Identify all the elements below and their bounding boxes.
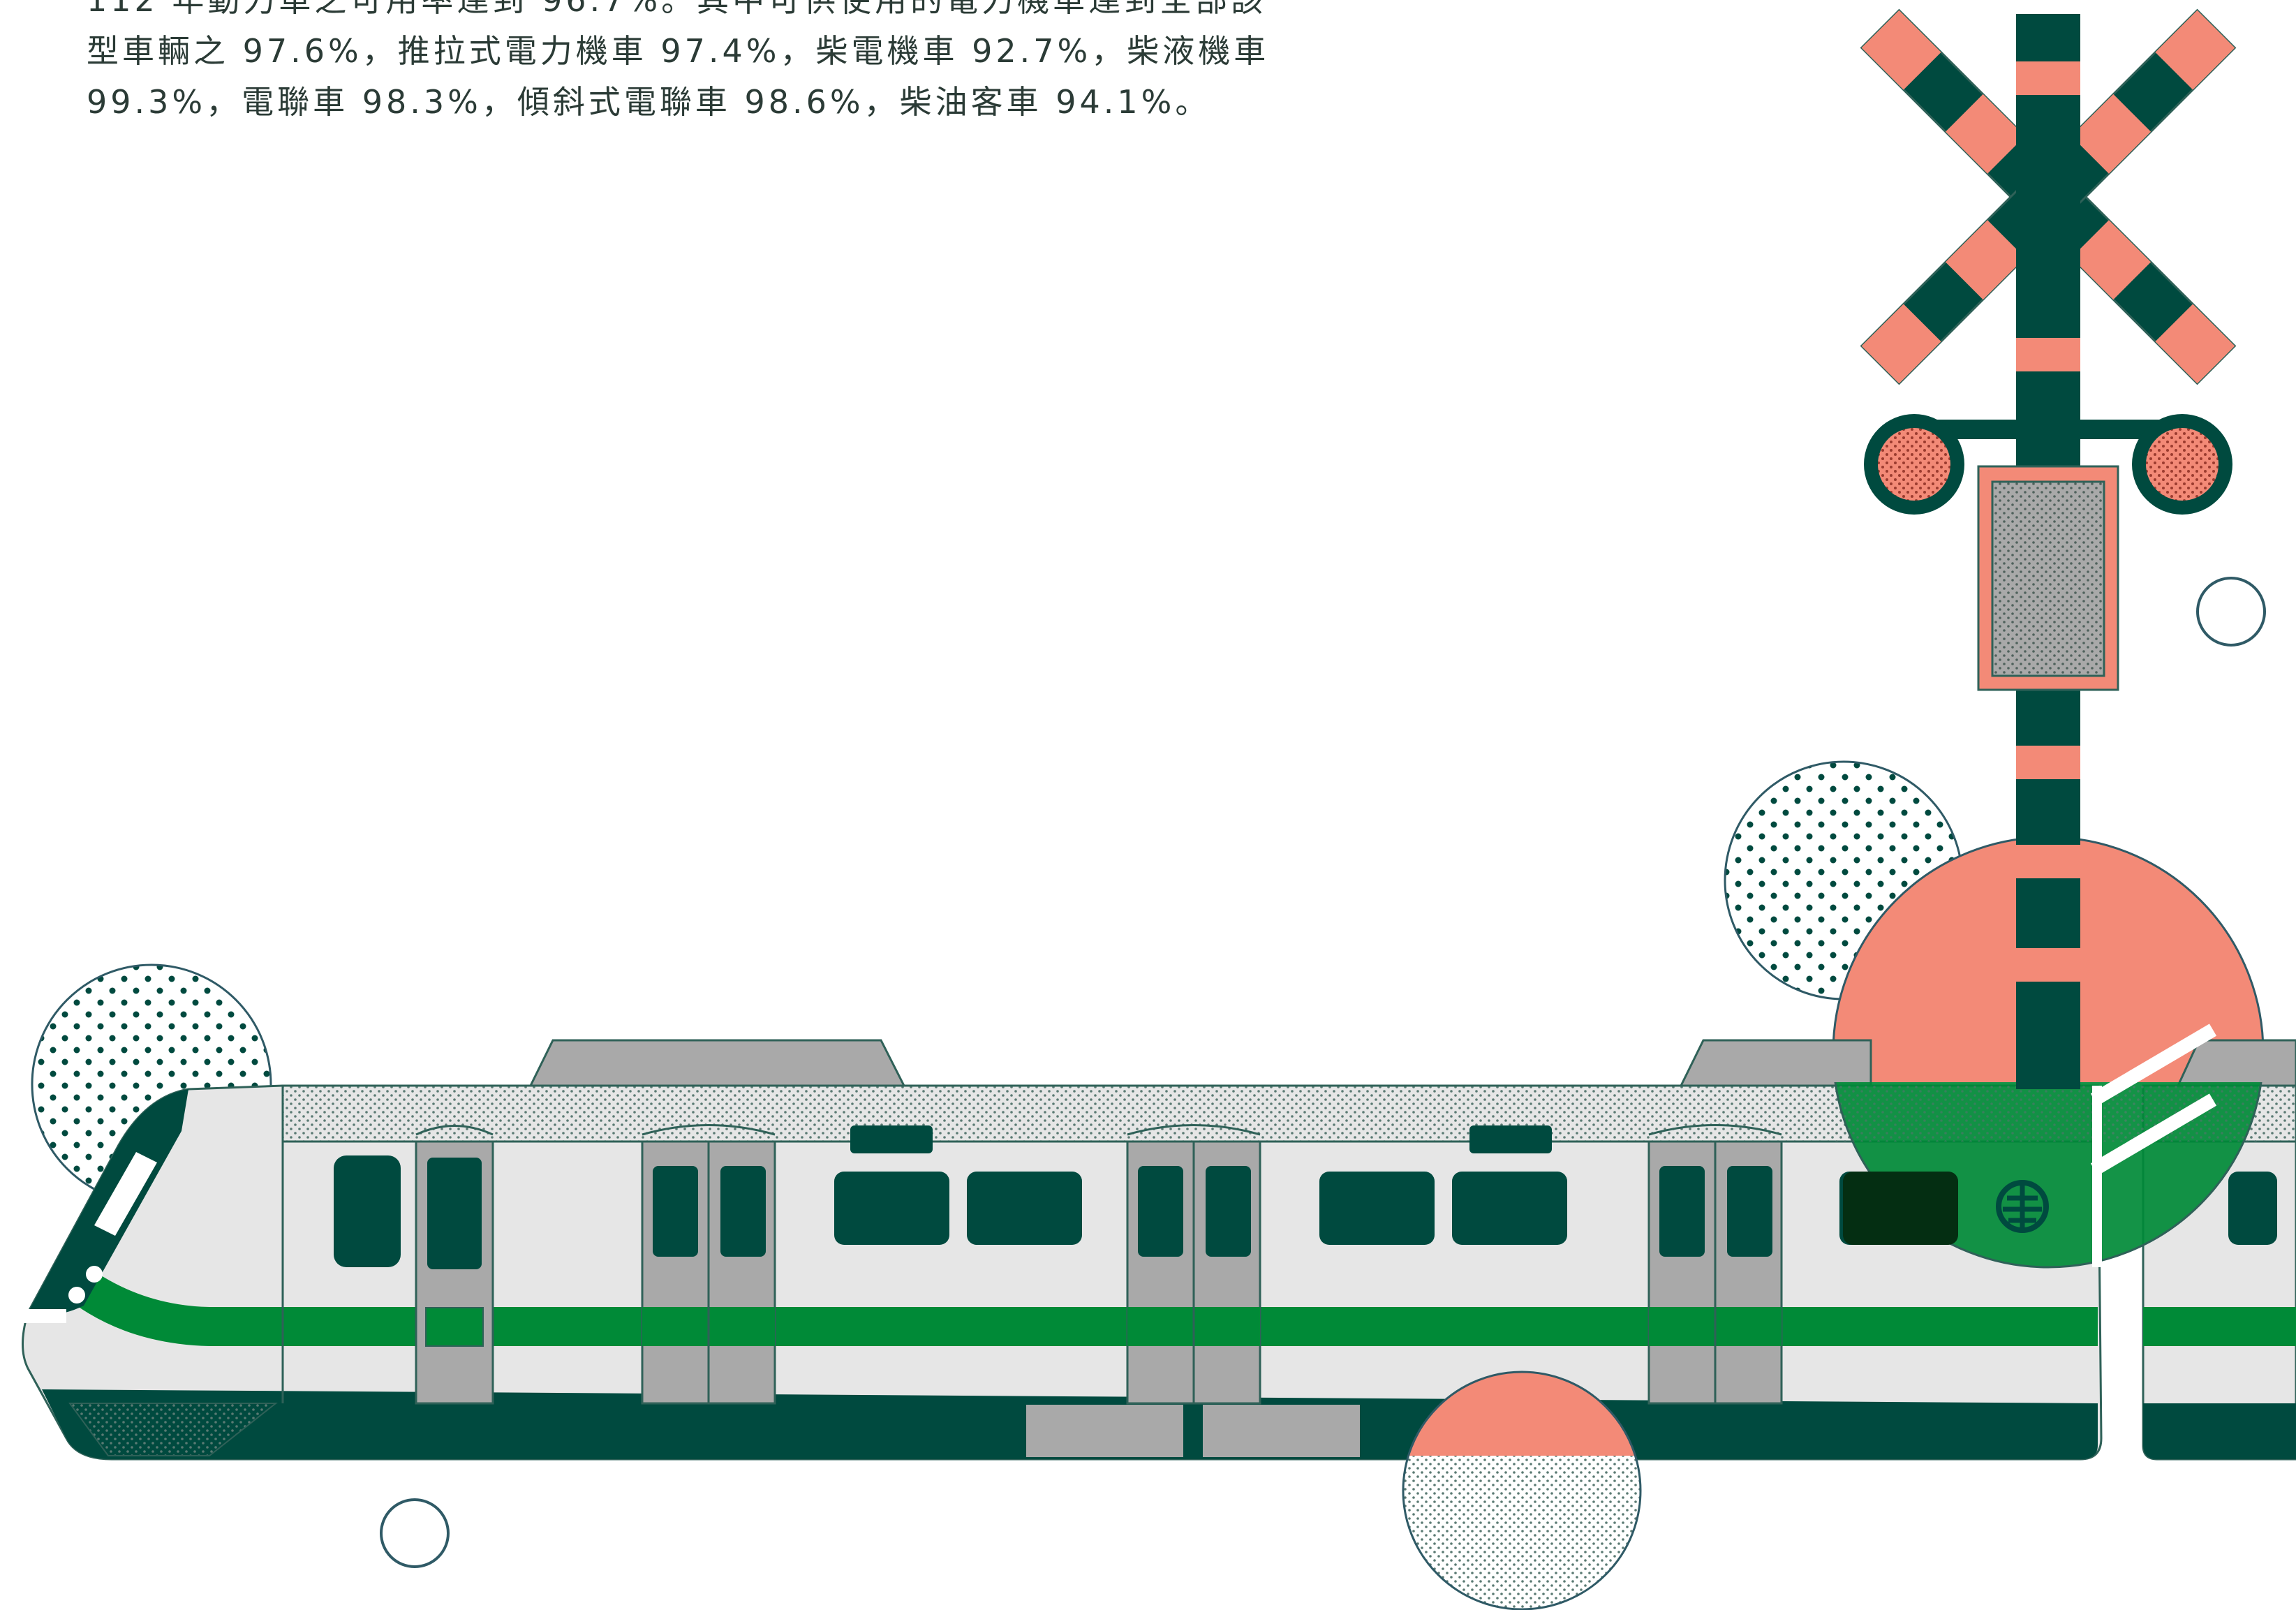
paragraph-line-1: 112 年動力車之可用率達到 96.7%。其中可供使用的電力機車達到全部該: [87, 0, 1267, 19]
small-ring-bottom: [380, 1498, 450, 1568]
railway-crossing-signal: [1860, 8, 2237, 1089]
tra-logo-icon: [1996, 1180, 2049, 1233]
paragraph-line-2: 型車輛之 97.6%，推拉式電力機車 97.4%，柴電機車 92.7%，柴液機車: [87, 32, 1270, 70]
crossing-gate-arm: [2090, 1024, 2217, 1176]
small-ring-right: [2196, 577, 2266, 647]
paragraph-line-3: 99.3%，電聯車 98.3%，傾斜式電聯車 98.6%，柴油客車 94.1%。: [87, 83, 1211, 121]
availability-paragraph: 112 年動力車之可用率達到 96.7%。其中可供使用的電力機車達到全部該 型車…: [87, 0, 1273, 128]
train-doors: [415, 1140, 1783, 1405]
emu-train: [21, 1039, 2296, 1461]
split-circle-bottom: [1402, 1371, 1642, 1610]
